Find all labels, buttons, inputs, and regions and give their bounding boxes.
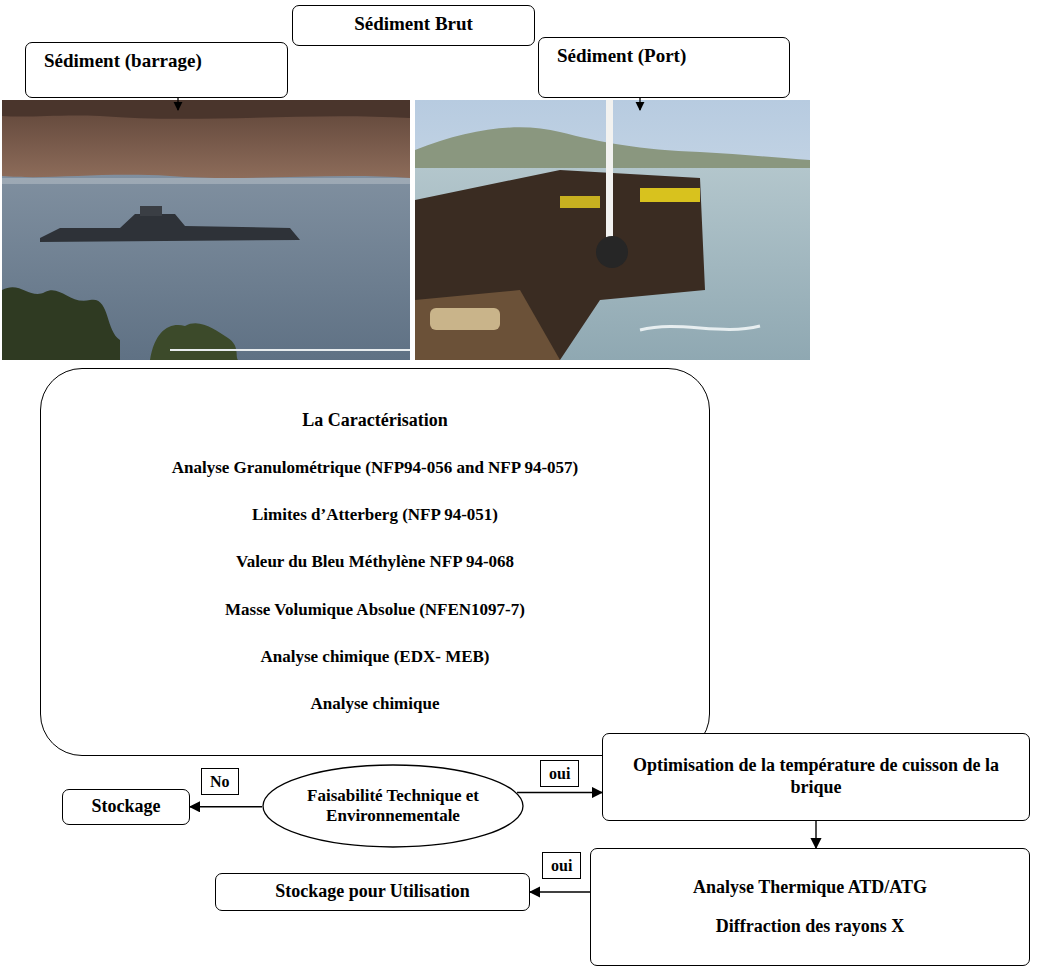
analysis-box: Analyse Thermique ATD/ATG Diffraction des…	[590, 848, 1030, 966]
node-line: Analyse Granulométrique (NFP94-056 and N…	[172, 458, 579, 478]
node-text: La Caractérisation	[302, 410, 447, 432]
node-text: Optimisation de la température de cuisso…	[617, 755, 1015, 798]
dam-photo	[2, 100, 410, 360]
edge-label: No	[201, 768, 239, 795]
node-text: Sédiment (Port)	[557, 45, 771, 68]
flow-arrow	[517, 792, 602, 793]
node-line: Analyse chimique (EDX- MEB)	[260, 647, 489, 667]
node-line: Limites d’Atterberg (NFP 94-051)	[252, 505, 498, 525]
storage-box: Stockage pour Utilisation	[215, 873, 530, 911]
node-line: Analyse chimique	[311, 694, 440, 714]
node-line: Masse Volumique Absolue (NFEN1097-7)	[225, 600, 525, 620]
node-text: Sédiment Brut	[311, 13, 516, 36]
edge-label: oui	[540, 760, 579, 787]
node-text: Faisabilité Technique et Environnemental…	[296, 786, 490, 827]
decision-ellipse: Faisabilité Technique et Environnemental…	[262, 764, 524, 848]
process-box: Optimisation de la température de cuisso…	[602, 733, 1030, 821]
flow-arrow	[530, 891, 590, 892]
node-text: Analyse Thermique ATD/ATG	[693, 877, 927, 899]
node-text: Stockage pour Utilisation	[275, 881, 470, 903]
source-box: Sédiment (Port)	[538, 37, 790, 98]
source-box: Sédiment Brut	[292, 5, 535, 46]
source-box: Sédiment (barrage)	[25, 42, 288, 98]
flow-arrow	[190, 806, 262, 807]
flow-arrow	[815, 821, 816, 848]
characterisation-box: La CaractérisationAnalyse Granulométriqu…	[40, 368, 710, 756]
edge-label: oui	[542, 852, 581, 879]
leader-arrow	[639, 98, 640, 110]
node-line: Valeur du Bleu Méthylène NFP 94-068	[236, 552, 514, 572]
leader-arrow	[177, 98, 178, 110]
node-text: Sédiment (barrage)	[44, 50, 269, 73]
storage-box: Stockage	[62, 789, 190, 825]
port-photo	[415, 100, 810, 360]
node-line: Diffraction des rayons X	[716, 916, 904, 938]
node-text: Stockage	[92, 796, 161, 818]
